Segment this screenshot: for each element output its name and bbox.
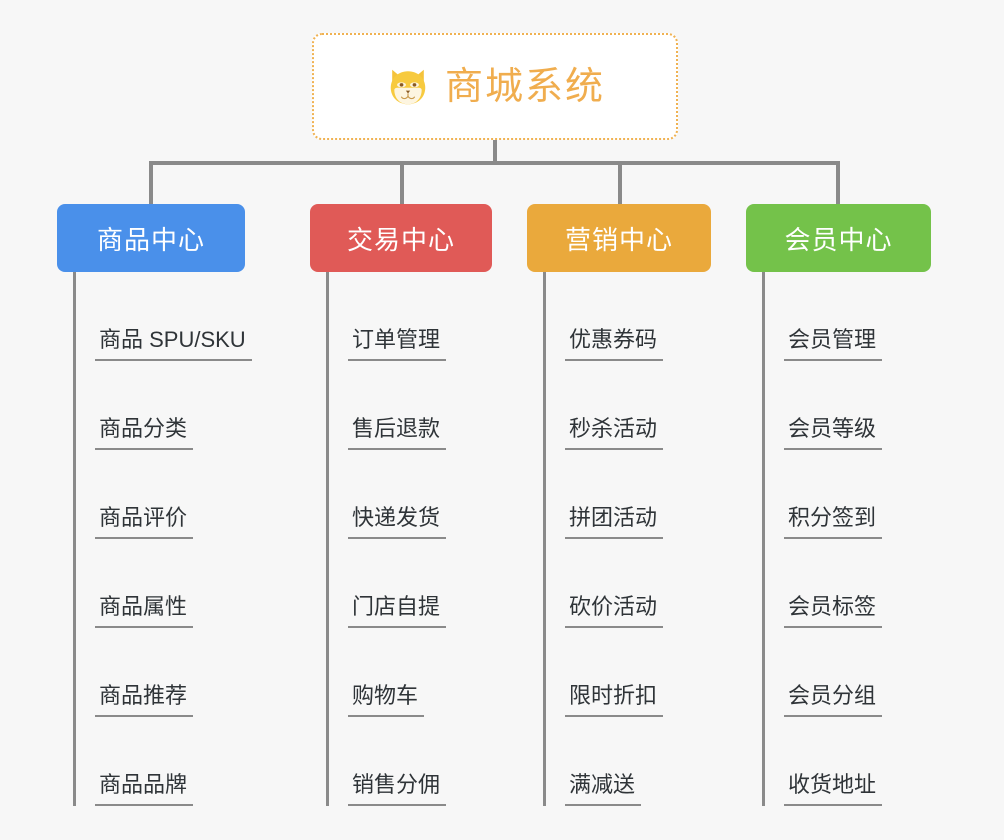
branch-rail-1 (73, 272, 76, 806)
branch-rail-3 (543, 272, 546, 806)
leaf-label: 收货地址 (784, 772, 883, 806)
leaf-item[interactable]: 售后退款 (326, 361, 530, 450)
leaf-item[interactable]: 满减送 (543, 717, 747, 806)
leaf-label: 商品评价 (95, 505, 194, 539)
leaf-item[interactable]: 限时折扣 (543, 628, 747, 717)
leaf-item[interactable]: 销售分佣 (326, 717, 530, 806)
branch-header-3[interactable]: 营销中心 (527, 204, 711, 272)
leaf-label: 限时折扣 (565, 683, 664, 717)
connector-drop-3 (618, 161, 622, 206)
leaf-item[interactable]: 会员分组 (762, 628, 966, 717)
shiba-dog-face-icon (390, 69, 426, 104)
branch-items-1: 商品 SPU/SKU 商品分类 商品评价 商品属性 商品推荐 商品品牌 (57, 272, 307, 806)
branch-items-4: 会员管理 会员等级 积分签到 会员标签 会员分组 收货地址 (746, 272, 966, 806)
connector-drop-4 (836, 161, 840, 206)
leaf-item[interactable]: 商品 SPU/SKU (73, 272, 307, 361)
branch-header-4[interactable]: 会员中心 (746, 204, 931, 272)
leaf-label: 积分签到 (784, 505, 883, 539)
leaf-item[interactable]: 秒杀活动 (543, 361, 747, 450)
root-title: 商城系统 (444, 65, 605, 108)
branch-header-2[interactable]: 交易中心 (310, 204, 492, 272)
leaf-item[interactable]: 商品品牌 (73, 717, 307, 806)
connector-drop-1 (149, 161, 153, 206)
leaf-item[interactable]: 积分签到 (762, 450, 966, 539)
leaf-label: 秒杀活动 (565, 416, 664, 450)
branch-label-1: 商品中心 (96, 224, 205, 255)
branch-items-3: 优惠券码 秒杀活动 拼团活动 砍价活动 限时折扣 满减送 (527, 272, 747, 806)
leaf-item[interactable]: 会员标签 (762, 539, 966, 628)
leaf-label: 购物车 (348, 683, 425, 717)
connector-horizontal-bus (151, 161, 839, 165)
branch-column-1: 商品中心 商品 SPU/SKU 商品分类 商品评价 商品属性 商品推荐 商品品牌 (57, 204, 307, 806)
leaf-label: 会员标签 (784, 594, 883, 628)
leaf-label: 门店自提 (348, 594, 447, 628)
leaf-label: 商品品牌 (95, 772, 194, 806)
leaf-item[interactable]: 商品推荐 (73, 628, 307, 717)
leaf-label: 砍价活动 (565, 594, 664, 628)
leaf-label: 会员管理 (784, 327, 883, 361)
connector-drop-2 (400, 161, 404, 206)
leaf-item[interactable]: 收货地址 (762, 717, 966, 806)
branch-rail-4 (762, 272, 765, 806)
connector-root-stem (493, 140, 497, 164)
leaf-item[interactable]: 快递发货 (326, 450, 530, 539)
leaf-label: 商品属性 (95, 594, 194, 628)
leaf-label: 优惠券码 (565, 327, 664, 361)
branch-column-4: 会员中心 会员管理 会员等级 积分签到 会员标签 会员分组 收货地址 (746, 204, 966, 806)
leaf-item[interactable]: 拼团活动 (543, 450, 747, 539)
leaf-label: 销售分佣 (348, 772, 447, 806)
leaf-item[interactable]: 优惠券码 (543, 272, 747, 361)
leaf-label: 订单管理 (348, 327, 447, 361)
leaf-label: 会员分组 (784, 683, 883, 717)
root-node[interactable]: 商城系统 (312, 33, 678, 140)
leaf-item[interactable]: 商品评价 (73, 450, 307, 539)
leaf-item[interactable]: 门店自提 (326, 539, 530, 628)
leaf-label: 拼团活动 (565, 505, 664, 539)
leaf-label: 商品分类 (95, 416, 194, 450)
leaf-label: 快递发货 (348, 505, 447, 539)
leaf-label: 售后退款 (348, 416, 447, 450)
leaf-item[interactable]: 订单管理 (326, 272, 530, 361)
leaf-item[interactable]: 会员等级 (762, 361, 966, 450)
leaf-item[interactable]: 商品属性 (73, 539, 307, 628)
leaf-label: 满减送 (565, 772, 642, 806)
branch-label-4: 会员中心 (784, 224, 893, 255)
branch-label-3: 营销中心 (564, 224, 673, 255)
branch-header-1[interactable]: 商品中心 (57, 204, 245, 272)
leaf-label: 商品 SPU/SKU (95, 327, 252, 361)
leaf-label: 商品推荐 (95, 683, 194, 717)
branch-rail-2 (326, 272, 329, 806)
branch-items-2: 订单管理 售后退款 快递发货 门店自提 购物车 销售分佣 (310, 272, 530, 806)
branch-label-2: 交易中心 (346, 224, 455, 255)
leaf-item[interactable]: 商品分类 (73, 361, 307, 450)
leaf-label: 会员等级 (784, 416, 883, 450)
branch-column-3: 营销中心 优惠券码 秒杀活动 拼团活动 砍价活动 限时折扣 满减送 (527, 204, 747, 806)
branch-column-2: 交易中心 订单管理 售后退款 快递发货 门店自提 购物车 销售分佣 (310, 204, 530, 806)
leaf-item[interactable]: 砍价活动 (543, 539, 747, 628)
leaf-item[interactable]: 会员管理 (762, 272, 966, 361)
leaf-item[interactable]: 购物车 (326, 628, 530, 717)
